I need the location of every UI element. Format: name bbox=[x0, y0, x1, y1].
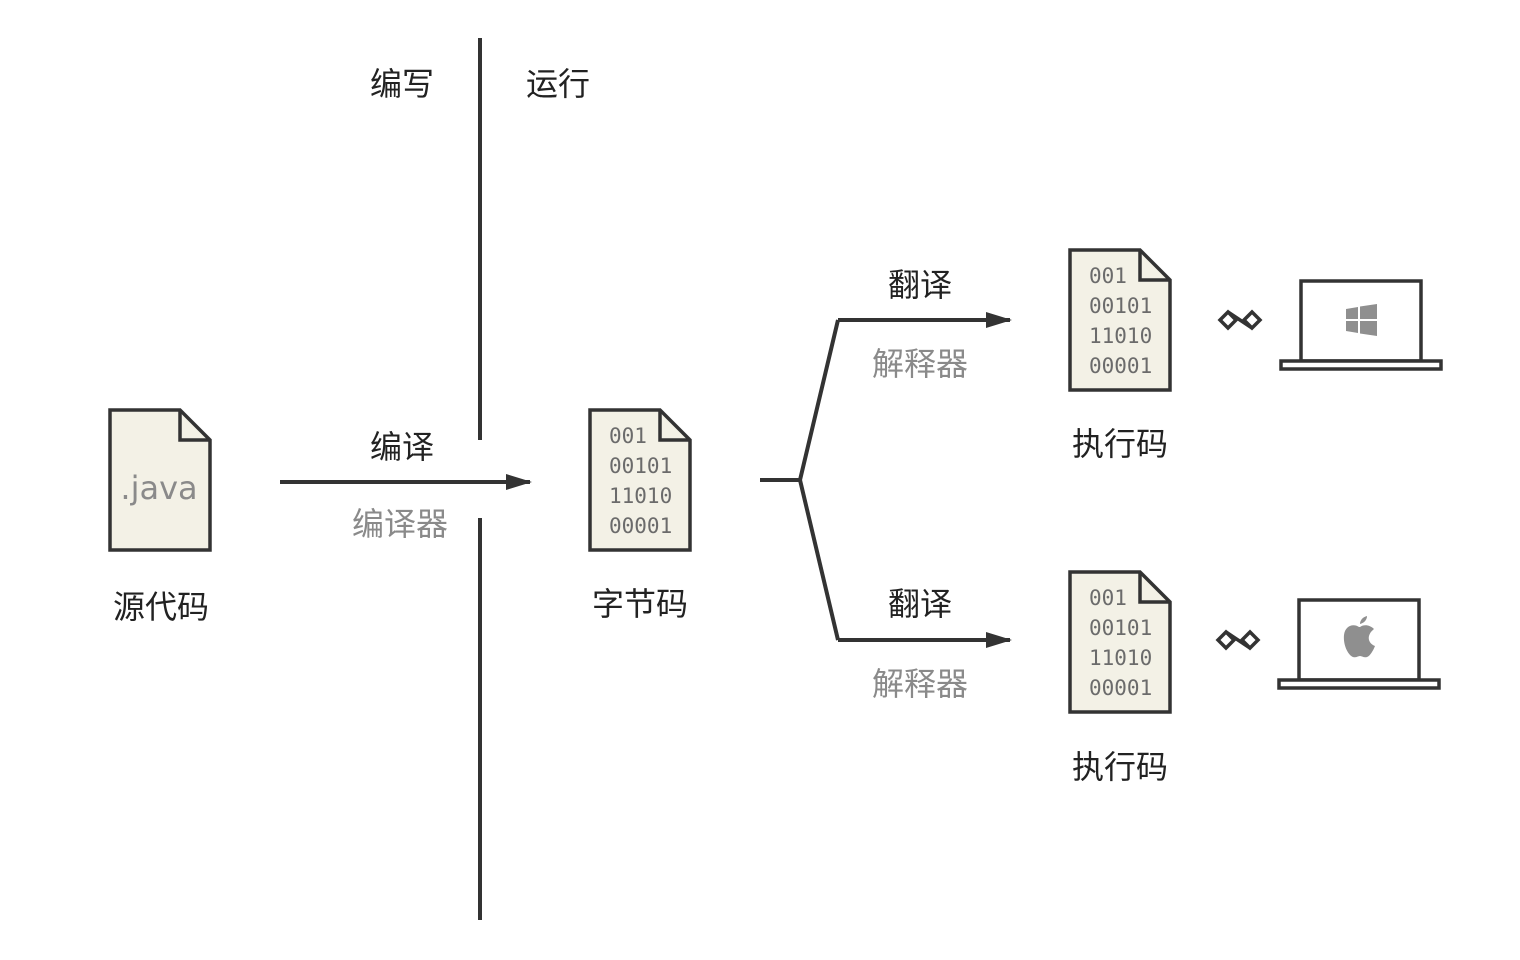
exec-line: 00001 bbox=[1089, 354, 1152, 378]
link-icon bbox=[1217, 309, 1263, 331]
interpreter-label-top: 解释器 bbox=[872, 345, 968, 383]
exec-line: 001 bbox=[1089, 264, 1127, 288]
exec-code-label-bottom: 执行码 bbox=[1072, 748, 1168, 786]
exec-line: 001 bbox=[1089, 586, 1127, 610]
apple-laptop-icon bbox=[1277, 598, 1441, 690]
bytecode-line: 00001 bbox=[609, 514, 672, 538]
exec-file-icon-bottom: 001 00101 11010 00001 bbox=[1068, 570, 1172, 714]
translate-action-label-top: 翻译 bbox=[888, 266, 952, 304]
exec-code-label-top: 执行码 bbox=[1072, 425, 1168, 463]
exec-line: 11010 bbox=[1089, 324, 1152, 348]
exec-line: 00101 bbox=[1089, 294, 1152, 318]
exec-line: 11010 bbox=[1089, 646, 1152, 670]
fork-connector bbox=[760, 319, 840, 482]
bytecode-line: 11010 bbox=[609, 484, 672, 508]
source-file-ext: .java bbox=[120, 469, 197, 507]
phase-write-label: 编写 bbox=[370, 65, 434, 103]
source-file-icon: .java bbox=[108, 408, 212, 552]
source-code-label: 源代码 bbox=[113, 588, 209, 626]
bytecode-file-icon: 001 00101 11010 00001 bbox=[588, 408, 692, 552]
windows-logo-icon bbox=[1346, 304, 1377, 336]
bytecode-line: 00101 bbox=[609, 454, 672, 478]
exec-file-icon-top: 001 00101 11010 00001 bbox=[1068, 248, 1172, 392]
apple-logo-icon bbox=[1343, 616, 1375, 658]
exec-line: 00001 bbox=[1089, 676, 1152, 700]
compiler-label: 编译器 bbox=[352, 505, 448, 543]
windows-laptop-icon bbox=[1279, 279, 1443, 371]
link-icon bbox=[1215, 629, 1261, 651]
exec-line: 00101 bbox=[1089, 616, 1152, 640]
fork-connector-lower bbox=[798, 479, 840, 641]
phase-run-label: 运行 bbox=[526, 65, 590, 103]
compile-action-label: 编译 bbox=[370, 428, 434, 466]
translate-action-label-bottom: 翻译 bbox=[888, 585, 952, 623]
bytecode-line: 001 bbox=[609, 424, 647, 448]
interpreter-label-bottom: 解释器 bbox=[872, 665, 968, 703]
bytecode-label: 字节码 bbox=[592, 585, 688, 623]
